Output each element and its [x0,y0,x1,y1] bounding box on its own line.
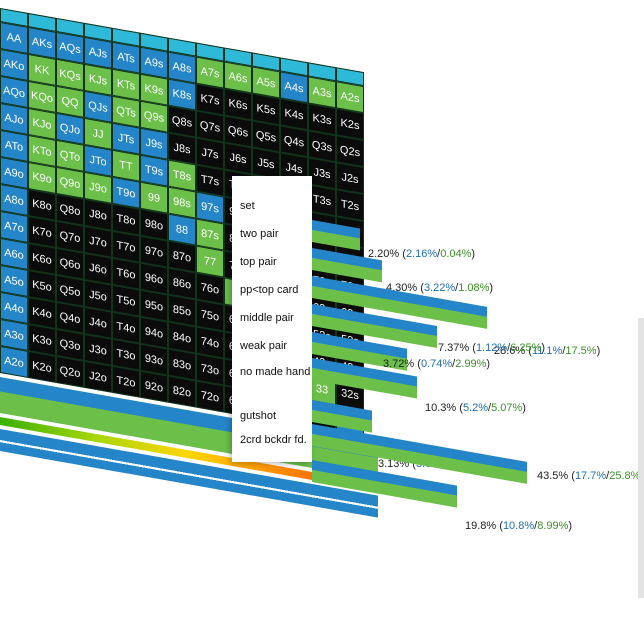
pct-green: 5.07% [491,402,523,414]
pct-slash: / [488,402,492,414]
category-label[interactable]: middle pair [240,312,294,324]
pct-total: 10.3% [425,402,457,414]
pct-slash: / [452,358,456,370]
pct-close-paren: ) [489,282,494,294]
pct-green: 2.99% [455,358,487,370]
pct-slash: / [437,248,441,260]
pct-slash: / [562,345,566,357]
pct-total: 7.37% [438,342,470,354]
hand-cell[interactable]: 92o [140,370,168,403]
pct-total: 43.5% [537,470,569,482]
pct-open-paren: ( [568,470,575,482]
category-label[interactable]: no made hand [240,366,311,378]
category-percentage: 19.8% (10.8%/8.99%) [465,520,572,532]
hand-cell[interactable]: J2o [84,360,112,393]
pct-green: 6.25% [510,342,542,354]
pct-total: 19.8% [465,520,497,532]
pct-slash: / [606,470,610,482]
category-label[interactable]: top pair [240,256,277,268]
pct-slash: / [507,342,511,354]
hand-cell[interactable]: 72o [196,380,224,413]
pct-blue: 17.7% [574,470,607,482]
category-percentage: 43.5% (17.7%/25.8%) [537,470,644,482]
hand-cell[interactable]: K2o [28,350,56,383]
pct-close-paren: ) [486,358,491,370]
pct-open-paren: ( [414,358,421,370]
hand-cell[interactable]: 82o [168,375,196,408]
pct-open-paren: ( [469,342,476,354]
category-label[interactable]: two pair [240,228,279,240]
pct-blue: 11.1% [531,345,563,357]
pct-total: 28.6% [494,345,526,357]
pct-green: 1.08% [458,282,490,294]
hand-cell[interactable]: Q2o [56,355,84,388]
pct-total: 2.20% [368,248,400,260]
pct-green: 0.04% [440,248,472,260]
category-percentage: 2.20% (2.16%/0.04%) [368,248,475,260]
pct-blue: 0.74% [420,358,453,370]
pct-green: 8.99% [537,520,569,532]
category-label[interactable]: pp<top card [240,284,299,296]
hand-cell[interactable]: T2o [112,365,140,398]
pct-open-paren: ( [525,345,532,357]
pct-blue: 2.16% [405,248,438,260]
pct-blue: 5.2% [462,402,489,414]
category-percentage: 28.6% (11.1%/17.5%) [494,345,600,357]
right-edge [638,318,644,598]
pct-open-paren: ( [456,402,463,414]
hand-cell[interactable]: A2o [0,346,28,378]
pct-blue: 3.22% [423,282,456,294]
category-panel [232,176,312,462]
pct-green: 17.5% [565,345,597,357]
pct-open-paren: ( [496,520,503,532]
category-percentage: 4.30% (3.22%/1.08%) [386,282,493,294]
pct-slash: / [534,520,538,532]
category-percentage: 3.72% (0.74%/2.99%) [383,358,490,370]
category-label[interactable]: 2crd bckdr fd. [240,434,307,446]
category-label[interactable]: gutshot [240,410,277,422]
pct-close-paren: ) [596,345,601,357]
pct-blue: 10.8% [502,520,535,532]
pct-close-paren: ) [541,342,546,354]
category-percentage: 10.3% (5.2%/5.07%) [425,402,526,414]
pct-close-paren: ) [471,248,476,260]
category-percentage: 7.37% (1.12%/6.25%) [438,342,545,354]
pct-green: 25.8% [609,470,641,482]
pct-total: 3.72% [383,358,415,370]
pct-open-paren: ( [417,282,424,294]
pct-slash: / [455,282,459,294]
category-label[interactable]: set [240,200,255,212]
category-label[interactable]: weak pair [240,340,288,352]
pct-close-paren: ) [568,520,573,532]
pct-open-paren: ( [399,248,406,260]
pct-blue: 1.12% [475,342,508,354]
pct-close-paren: ) [522,402,526,414]
